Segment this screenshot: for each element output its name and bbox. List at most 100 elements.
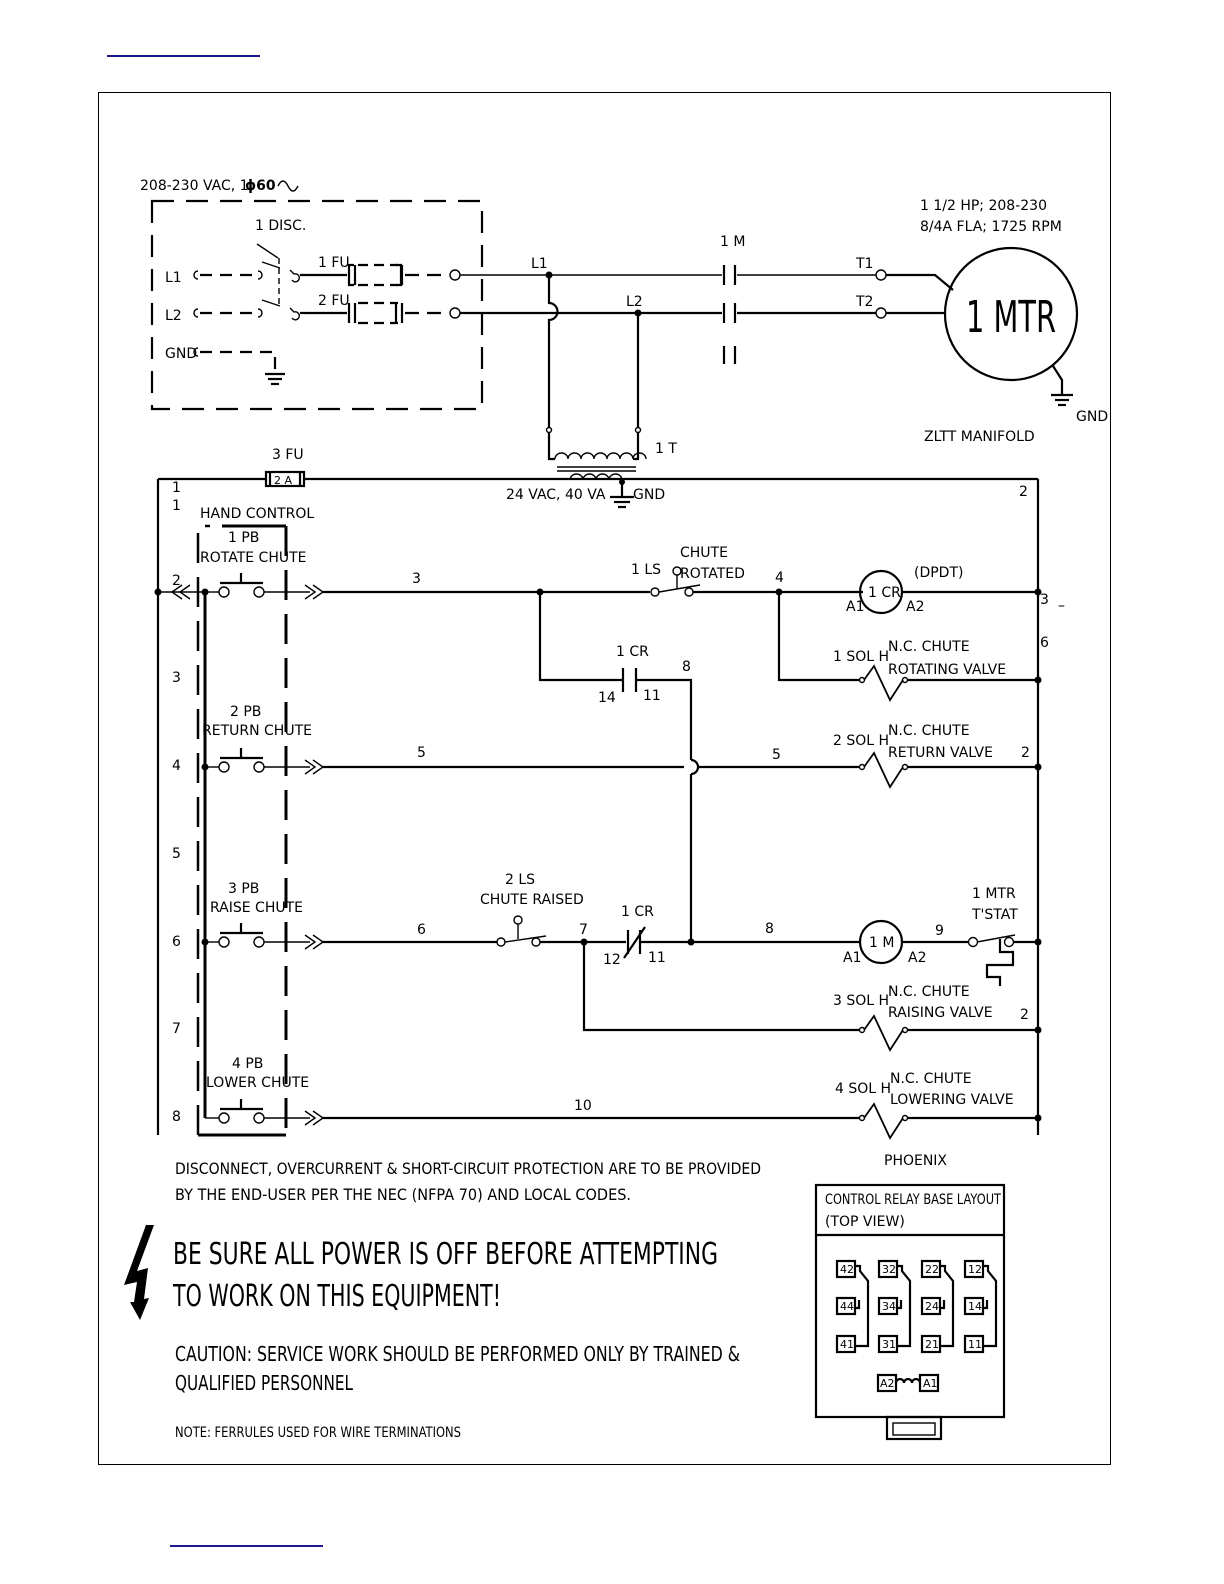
solenoid-3sol-icon [858, 1014, 909, 1052]
line1-label: L1 [165, 270, 182, 286]
supply-label: 208-230 VAC, 1 [140, 178, 249, 194]
ls1-label2: ROTATED [680, 566, 745, 582]
hand-control-label: HAND CONTROL [200, 506, 314, 522]
solenoid-4sol-icon [858, 1102, 909, 1140]
rung3-wire-right: 5 [772, 747, 781, 763]
terminal-t1-icon [875, 269, 887, 281]
lightning-bolt-icon [124, 1225, 154, 1320]
relay-contact-link [940, 1264, 955, 1348]
sol2-label2: RETURN VALVE [888, 745, 993, 761]
contact-1cr-nc-pin-left: 12 [603, 952, 621, 968]
caution-line1: CAUTION: SERVICE WORK SHOULD BE PERFORME… [175, 1342, 740, 1366]
tstat-label: T'STAT [971, 907, 1018, 923]
rung5-wire [582, 942, 860, 1032]
relay-pin [835, 1334, 857, 1354]
relay-pin-label: 31 [882, 1338, 896, 1351]
relay-socket-tab [885, 1415, 943, 1441]
ls2-label: CHUTE RAISED [480, 892, 584, 908]
motor-location-label: ZLTT MANIFOLD [924, 429, 1035, 445]
rung4-wire-9: 9 [935, 923, 944, 939]
contact-1cr-label: 1 CR [616, 644, 649, 660]
disconnect-enclosure [150, 199, 484, 411]
rung1-node-label: 4 [775, 570, 784, 586]
ac-wave-icon [277, 180, 299, 192]
solenoid-2sol-icon [858, 751, 909, 789]
relay-pin [920, 1259, 942, 1279]
tstat-id: 1 MTR [972, 886, 1016, 902]
thermostat-icon [967, 934, 1016, 986]
terminal-icon [257, 270, 263, 280]
relay-pin-label: 44 [840, 1300, 854, 1313]
pb-label: RETURN CHUTE [202, 723, 312, 739]
rung4-wire-label: 6 [417, 922, 426, 938]
header-link[interactable] [107, 55, 260, 57]
relay-pin-label: 11 [968, 1338, 982, 1351]
coil-1m-label: 1 M [869, 935, 894, 951]
sol4-label2: LOWERING VALVE [890, 1092, 1014, 1108]
rung-number: 2 [172, 573, 181, 589]
footer-link[interactable] [170, 1545, 323, 1547]
fuse1-label: 1 FU [318, 255, 350, 271]
relay-pin [877, 1296, 899, 1316]
coil-1cr-a2: A2 [906, 599, 924, 615]
fuse2-label: 2 FU [318, 293, 350, 309]
ls1-id: 1 LS [631, 562, 661, 578]
junction-dot [1034, 763, 1042, 771]
connector-icon [178, 584, 191, 600]
transformer-name: 1 T [655, 441, 677, 457]
pushbutton-3pb: 3 PB RAISE CHUTE [201, 881, 310, 948]
sol2-id: 2 SOL H [833, 733, 889, 749]
transformer-gnd-label: GND [633, 487, 665, 503]
relay-pin [835, 1259, 857, 1279]
rung4-wire-8: 8 [765, 921, 774, 937]
rung-number: 7 [172, 1021, 181, 1037]
junction-dot [1034, 938, 1042, 946]
wire-motor-t1 [886, 273, 954, 291]
motor-spec-line2: 8/4A FLA; 1725 RPM [920, 219, 1062, 235]
t1-label: T1 [855, 256, 873, 272]
bus-l1-label: L1 [531, 256, 548, 272]
rung-numbers: 2 3 4 5 6 7 8 [172, 573, 181, 1125]
terminal-l2-icon [193, 308, 199, 318]
pb-id: 4 PB [232, 1056, 263, 1072]
pb-id: 1 PB [228, 530, 259, 546]
motor-name: 1 MTR [966, 292, 1056, 343]
junction-dot [1034, 676, 1042, 684]
right-marker: 3 [1040, 592, 1049, 608]
rung-number: 4 [172, 758, 181, 774]
sol1-label2: ROTATING VALVE [888, 662, 1006, 678]
ferrule-note: NOTE: FERRULES USED FOR WIRE TERMINATION… [175, 1425, 461, 1441]
control-fuse-icon [264, 470, 306, 488]
contact-1cr-pin-left: 14 [598, 690, 616, 706]
phase-label: ϕ60 [245, 178, 276, 194]
relay-pin-label: 32 [882, 1263, 896, 1276]
pb-id: 2 PB [230, 704, 261, 720]
line2-label: L2 [165, 308, 182, 324]
terminal-t2-icon [875, 307, 887, 319]
junction-dot [687, 938, 695, 946]
junction-dot [1034, 588, 1042, 596]
pb-label: RAISE CHUTE [210, 900, 303, 916]
terminal-gnd-icon [193, 347, 199, 357]
control-fuse-label: 3 FU [272, 447, 304, 463]
pushbutton-4pb: 4 PB LOWER CHUTE [205, 1056, 310, 1124]
control-fuse-rating: 2 A [274, 474, 292, 487]
rung2-wire [538, 592, 622, 682]
relay-contact-link [855, 1264, 870, 1348]
relay-pin [835, 1296, 857, 1316]
rung-number: 6 [172, 934, 181, 950]
fuse1-icon [300, 263, 461, 287]
sol1-label1: N.C. CHUTE [888, 639, 970, 655]
warning-line1: BE SURE ALL POWER IS OFF BEFORE ATTEMPTI… [173, 1237, 718, 1272]
relay-pin [877, 1334, 899, 1354]
connector-icon [170, 584, 183, 600]
pb-label: ROTATE CHUTE [200, 550, 307, 566]
disconnect-switch-icon [256, 243, 300, 321]
pb-label: LOWER CHUTE [206, 1075, 309, 1091]
contact-1cr-nc-icon [623, 926, 646, 959]
motor-symbol [943, 246, 1079, 382]
rung1-wire-label: 3 [412, 571, 421, 587]
protection-note-line1: DISCONNECT, OVERCURRENT & SHORT-CIRCUIT … [175, 1159, 761, 1178]
relay-pin [963, 1296, 985, 1316]
rung6-wire-label: 10 [574, 1098, 592, 1114]
